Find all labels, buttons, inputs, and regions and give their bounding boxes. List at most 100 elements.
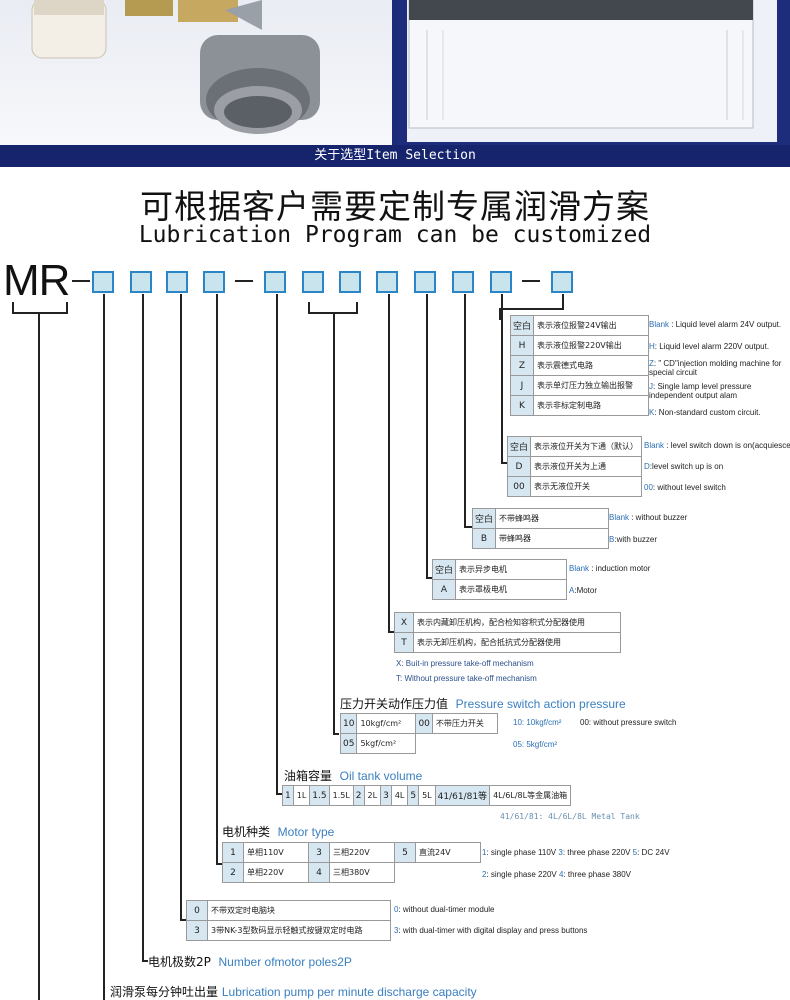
photo-divider — [392, 0, 397, 145]
pressure-note: 10: 10kgf/cm² — [513, 718, 562, 727]
tank-header: 油箱容量 Oil tank volume — [284, 769, 423, 783]
leader-line — [103, 294, 105, 1000]
leader-line — [333, 733, 339, 735]
tank-table: 1 1L 1.5 1.5L 2 2L 3 4L 5 5L 41/61/81等 4… — [282, 785, 572, 806]
level-switch-note: 00: without level switch — [644, 483, 726, 492]
unloading-note-x: X: Buit-in pressure take-off mechanism — [396, 659, 534, 668]
bracket — [66, 302, 68, 314]
table-row: 10 10kgf/cm² 00 不带压力开关 — [339, 713, 498, 734]
bracket — [356, 302, 358, 314]
poles-header: 电机极数2P Number ofmotor poles2P — [148, 955, 352, 969]
model-prefix: MR — [3, 256, 70, 305]
circuit-note: Z: " CD"injection molding machine for sp… — [649, 359, 782, 377]
leader-line — [501, 462, 507, 464]
table-row: 空白表示异步电机 — [431, 559, 568, 580]
leader-line — [142, 294, 144, 962]
pressure-note: 00: without pressure switch — [580, 718, 677, 727]
page-title-cn: 可根据客户需要定制专属润滑方案 — [140, 187, 650, 226]
leader-line — [501, 294, 503, 464]
code-box-level-switch — [490, 271, 512, 293]
leader-line — [276, 793, 282, 795]
discharge-header: 润滑泵每分钟吐出量 Lubrication pump per minute di… — [110, 985, 477, 999]
code-dash — [522, 280, 540, 282]
motor-type-table: 1 单相110V 3 三相220V 5 直流24V 2 单相220V 4 三相3… — [222, 842, 481, 883]
code-box-timer — [166, 271, 188, 293]
leader-line — [464, 294, 466, 528]
table-row: 1 1L 1.5 1.5L 2 2L 3 4L 5 5L 41/61/81等 4… — [282, 785, 572, 806]
circuit-note: K: Non-standard custom circuit. — [649, 408, 761, 417]
code-box-discharge — [92, 271, 114, 293]
product-photo-left — [0, 0, 392, 145]
leader-line — [499, 308, 501, 320]
leader-line — [426, 294, 428, 579]
leader-line — [562, 294, 564, 309]
oil-tank-illustration — [407, 0, 777, 142]
circuit-note: H: Liquid level alarm 220V output. — [649, 342, 770, 351]
code-box-tank-1 — [264, 271, 286, 293]
code-box-buzzer — [452, 271, 474, 293]
motor-type-header: 电机种类 Motor type — [222, 825, 335, 839]
bracket — [12, 312, 68, 314]
leader-line — [180, 919, 186, 921]
leader-line — [38, 312, 40, 1000]
product-photo-right — [397, 0, 790, 145]
code-box-circuit — [551, 271, 573, 293]
pressure-note: 05: 5kgf/cm² — [513, 740, 558, 749]
leader-line — [426, 577, 432, 579]
table-row: 2 单相220V 4 三相380V — [222, 862, 481, 883]
code-box-unloading — [376, 271, 398, 293]
motor-kind-note: A:Motor — [569, 586, 598, 595]
level-switch-note: D:level switch up is on — [644, 462, 724, 471]
timer-note: 3: with dual-timer with digital display … — [394, 926, 588, 935]
timer-note: 0: without dual-timer module — [394, 905, 495, 914]
pump-fitting-illustration — [31, 0, 320, 134]
leader-line — [180, 294, 182, 921]
code-box-pressure-1 — [302, 271, 324, 293]
tank-note: 41/61/81: 4L/6L/8L Metal Tank — [500, 812, 640, 821]
page-title-en: Lubrication Program can be customized — [138, 222, 652, 248]
table-row: 空白表示液位开关为下通（默认） — [506, 436, 643, 457]
leader-line — [333, 312, 335, 735]
code-box-motor-type — [203, 271, 225, 293]
leader-line — [388, 294, 390, 633]
bracket — [308, 302, 310, 314]
code-box-poles — [130, 271, 152, 293]
item-selection-banner: 关于选型Item Selection — [0, 145, 790, 167]
motor-type-note: 1: single phase 110V 3: three phase 220V… — [482, 848, 670, 857]
circuit-note: Blank : Liquid level alarm 24V output. — [649, 320, 782, 329]
code-dash — [72, 280, 90, 282]
level-switch-note: Blank : level switch down is on(acquiesc… — [644, 441, 790, 450]
motor-kind-note: Blank : induction motor — [569, 564, 651, 573]
leader-line — [388, 631, 394, 633]
unloading-note-t: T: Without pressure take-off mechanism — [396, 674, 537, 683]
leader-line — [499, 308, 564, 310]
table-row: 1 单相110V 3 三相220V 5 直流24V — [222, 842, 481, 863]
leader-line — [464, 526, 472, 528]
code-dash — [235, 280, 253, 282]
pressure-header: 压力开关动作压力值 Pressure switch action pressur… — [340, 697, 626, 711]
circuit-note: J: Single lamp level pressure independen… — [649, 382, 752, 400]
motor-type-note: 2: single phase 220V 4: three phase 380V — [482, 870, 632, 879]
bracket — [12, 302, 14, 314]
table-row: 05 5kgf/cm² — [339, 733, 498, 754]
leader-line — [142, 960, 148, 962]
code-box-pressure-2 — [339, 271, 361, 293]
leader-line — [276, 294, 278, 795]
buzzer-note: Blank : without buzzer — [609, 513, 688, 522]
